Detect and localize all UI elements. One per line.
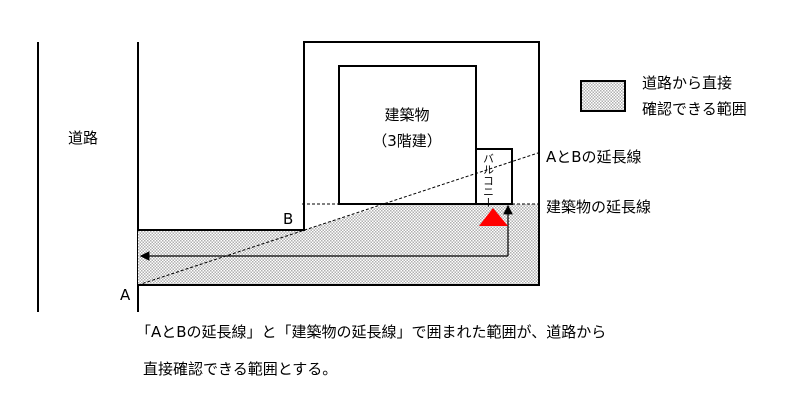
legend-line1: 道路から直接 bbox=[642, 74, 732, 92]
building-floors: （3階建） bbox=[372, 132, 442, 150]
road-label: 道路 bbox=[68, 129, 98, 147]
caption-line2: 直接確認できる範囲とする。 bbox=[143, 360, 337, 378]
observer-triangle-icon bbox=[479, 208, 508, 226]
ab-extension-line bbox=[137, 151, 542, 286]
point-a-label: A bbox=[120, 286, 131, 304]
visible-area bbox=[138, 204, 539, 285]
balcony bbox=[475, 148, 513, 205]
legend-line2: 確認できる範囲 bbox=[642, 100, 747, 118]
legend-swatch bbox=[580, 80, 626, 112]
balcony-label: バルコニー bbox=[482, 153, 495, 208]
building-label: 建築物 bbox=[384, 106, 429, 124]
building-extension-label: 建築物の延長線 bbox=[546, 198, 651, 216]
site-boundary bbox=[138, 41, 540, 286]
ab-extension-label: AとBの延長線 bbox=[546, 148, 642, 166]
caption-line1: 「AとBの延長線」と「建築物の延長線」で囲まれた範囲が、道路から bbox=[136, 323, 606, 341]
point-b-label: B bbox=[283, 210, 293, 228]
